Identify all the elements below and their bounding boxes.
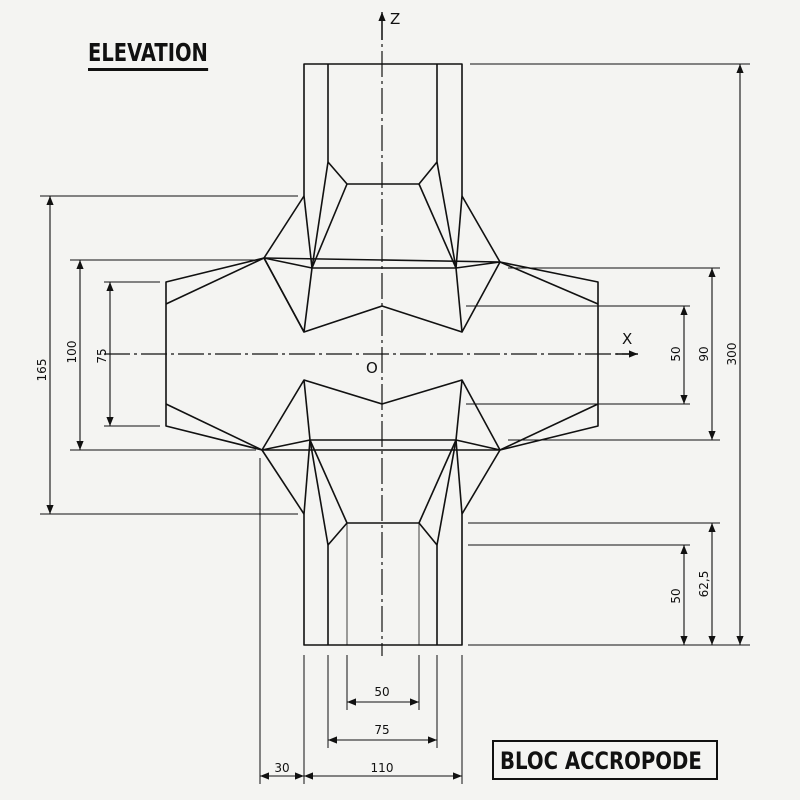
dim-base-50-label: 50 (374, 685, 389, 699)
top-leg-outer (303, 63, 463, 196)
x-axis-label: X (622, 330, 632, 348)
bottom-leg-edge-right (436, 439, 457, 546)
z-axis-label: Z (390, 10, 400, 28)
upper-diag-r1 (455, 261, 501, 269)
block-outline (165, 63, 599, 646)
left-arm (165, 257, 265, 451)
dim-75-label: 75 (95, 348, 109, 363)
dimension-labels: 165 100 75 50 90 300 50 62,5 50 75 30 11… (35, 341, 739, 775)
lower-diag-l2 (261, 439, 311, 451)
dim-62-5-label: 62,5 (697, 571, 711, 598)
dim-90-label: 90 (697, 346, 711, 361)
top-leg-edge-right (436, 161, 457, 269)
upper-diag-l2 (303, 195, 313, 269)
bottom-leg-outer (303, 514, 463, 646)
bottom-leg-edge-right-2 (418, 439, 457, 524)
lower-body-left (261, 449, 305, 515)
bottom-leg-taper (327, 522, 438, 546)
lower-diag-r2 (455, 439, 501, 451)
left-arm-diag-2 (165, 403, 263, 451)
upper-diag-l1 (263, 257, 313, 269)
origin-label: O (366, 359, 378, 377)
dim-50-right-label: 50 (669, 346, 683, 361)
lower-diag-l3 (303, 439, 311, 515)
dim-base-75-label: 75 (374, 723, 389, 737)
elevation-title: ELEVATION (88, 38, 208, 71)
dim-base-30-label: 30 (274, 761, 289, 775)
top-leg-edge-right-2 (418, 183, 457, 269)
dim-base-110-label: 110 (371, 761, 394, 775)
bottom-leg-edge-left (309, 439, 329, 546)
top-leg-taper (327, 161, 438, 185)
upper-diag-c1 (263, 257, 305, 333)
lower-diag-l1 (303, 379, 311, 441)
axis-lines (104, 12, 638, 656)
dim-165-label: 165 (35, 359, 49, 382)
right-arm-diag-1 (499, 261, 599, 305)
dim-100-label: 100 (65, 341, 79, 364)
right-arm-diag-2 (499, 403, 599, 451)
extension-lines (40, 63, 750, 784)
top-leg-edge-left-2 (311, 183, 348, 269)
upper-diag-r3 (455, 267, 463, 333)
lower-diag-r1 (455, 379, 463, 441)
upper-diag-l3 (303, 267, 313, 333)
block-title: BLOC ACCROPODE (500, 747, 702, 775)
lower-body (261, 379, 501, 515)
block-title-box: BLOC ACCROPODE (492, 740, 718, 780)
dim-300-label: 300 (725, 343, 739, 366)
bottom-leg-edge-left-2 (309, 439, 348, 524)
upper-band (263, 257, 501, 263)
top-leg-edge-left (311, 161, 329, 269)
right-arm (499, 261, 599, 451)
upper-diag-r2 (455, 195, 463, 269)
dim-50-bottom-label: 50 (669, 588, 683, 603)
lower-diag-r3 (455, 439, 463, 515)
dimension-lines (46, 64, 744, 780)
left-arm-diag-1 (165, 257, 265, 305)
